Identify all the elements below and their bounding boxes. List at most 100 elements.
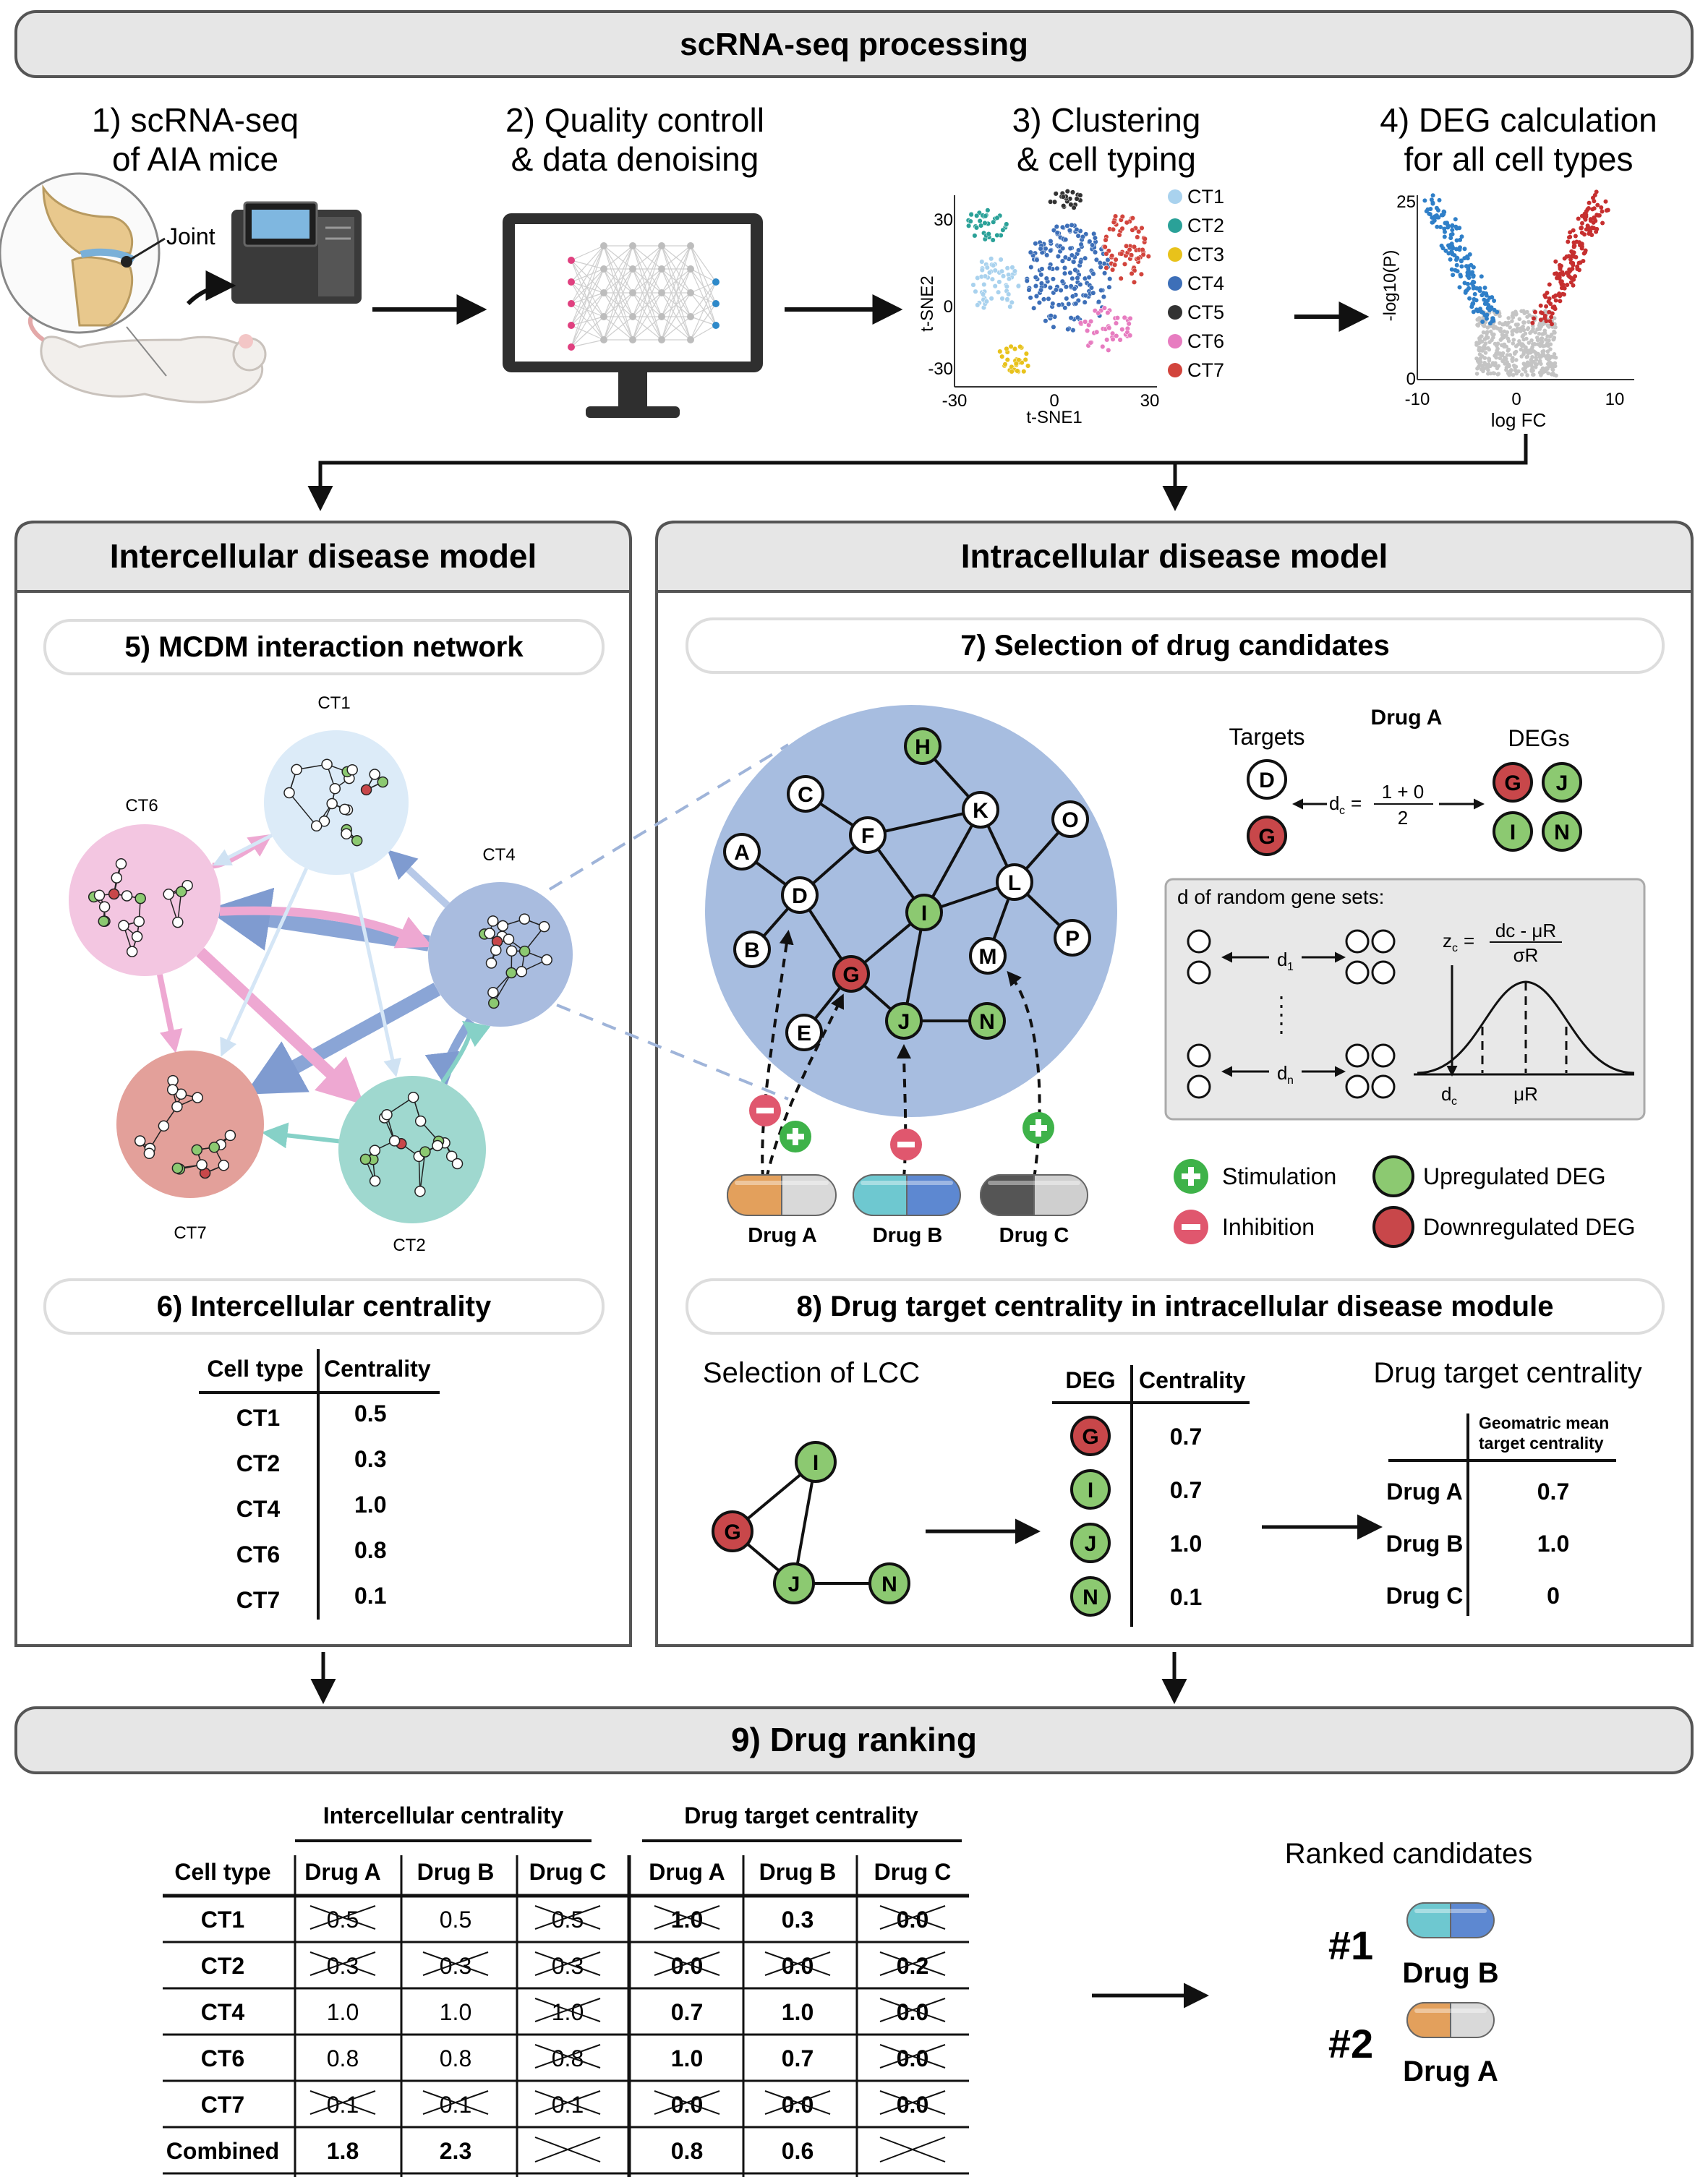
gene-node [115,858,127,870]
tsne-point [1069,275,1075,281]
lcc-node [795,1441,837,1483]
tsne-point [1087,239,1093,244]
tsne-point [1008,343,1014,349]
nn-edge [571,268,605,348]
tsne-point [1145,253,1151,260]
volcano-point [1439,243,1444,248]
gene-node [369,1175,381,1187]
tsne-point [1028,295,1033,301]
legend-swatch [1168,305,1182,320]
tsne-ytick-1: 30 [934,210,953,230]
ranking-col-header: Drug C [874,1859,952,1885]
gene-node [505,967,517,979]
tsne-point [1126,321,1132,327]
gene-node [488,997,500,1009]
volcano-point [1488,321,1493,326]
tsne-point [1096,310,1101,316]
tsne-point [1113,213,1119,219]
tsne-point [992,268,998,273]
random-sets-title: d of random gene sets: [1177,886,1384,908]
volcano-point [1510,313,1515,318]
volcano-point [1446,243,1451,248]
step1-title-line1: 1) scRNA-seq [92,101,299,139]
volcano-point [1600,221,1605,226]
ranking-cell: 0.3 [440,1953,471,1979]
tsne-point [992,283,998,289]
nn-node [568,257,575,264]
volcano-point [1481,364,1485,368]
pill-half [1406,2002,1451,2038]
inter-table-header-centrality: Centrality [324,1356,431,1382]
gene-node [733,931,771,968]
volcano-point [1446,225,1451,230]
tsne-point [1048,313,1054,319]
nn-node [687,336,694,343]
tsne-point [1053,191,1059,197]
tsne-point [1135,255,1141,261]
volcano-point [1442,234,1447,239]
axis-mu-label: μR [1513,1083,1538,1105]
random-gene-node [1345,1074,1370,1099]
badge-bar [897,1142,915,1147]
nn-edge [632,245,662,270]
nn-node [629,313,636,320]
tsne-point [1062,265,1068,271]
nn-node [658,289,665,296]
ranking-col-header: Drug C [529,1859,607,1885]
volcano-point [1529,329,1534,334]
deg-table-centrality: 1.0 [1170,1531,1202,1557]
drug-label: Drug C [999,1224,1069,1247]
volcano-point [1594,189,1599,194]
volcano-point [1454,226,1459,231]
volcano-point [1465,270,1470,275]
tsne-point [1112,262,1118,268]
legend-label: CT7 [1187,359,1224,381]
step3-title-line2: & cell typing [1017,140,1196,178]
tsne-point [1051,324,1056,330]
dn-subscript: n [1287,1074,1294,1087]
volcano-point [1474,341,1479,346]
volcano-point [1483,346,1487,351]
volcano-point [1589,226,1594,231]
gene-node [1247,759,1287,800]
volcano-xtick-1: -10 [1405,390,1430,409]
volcano-point [1538,317,1543,322]
tsne-point [1043,318,1049,324]
tsne-point [1059,278,1065,284]
volcano-point [1560,282,1566,287]
volcano-point [1488,371,1493,376]
deg-table-gene: J [1085,1532,1097,1556]
nn-edge [571,316,605,348]
tsne-point [1118,275,1124,281]
gene-node [996,863,1033,901]
tsne-point [1135,234,1140,240]
tsne-point [1069,294,1076,299]
volcano-point [1571,244,1576,249]
volcano-point [1566,254,1571,259]
tsne-point [990,237,996,243]
ranking-celltype: CT2 [201,1953,244,1979]
tsne-point [972,233,978,239]
tsne-point [1075,315,1080,320]
legend-label: CT6 [1187,330,1224,352]
tsne-ytick-3: -30 [928,359,953,379]
gene-node [785,1014,823,1051]
interaction-arrow [244,983,441,1095]
drug-b-pill-icon [1406,1902,1495,1938]
volcano-plot: 25 0 -10 0 10 log FC -log10(P) [1380,189,1634,431]
volcano-point [1570,254,1575,259]
volcano-point [1474,307,1479,312]
gene-node [171,1100,183,1113]
volcano-point [1450,231,1455,236]
gene-node [172,916,184,928]
volcano-point [1545,353,1550,358]
nn-node [600,289,607,296]
volcano-point [1437,197,1442,202]
gene-node [134,892,146,904]
volcano-xtick-2: 0 [1511,390,1521,409]
nn-edge [571,260,605,317]
interaction-arrow [261,1122,340,1149]
tsne-point [1110,336,1116,342]
tsne-point [982,220,988,226]
